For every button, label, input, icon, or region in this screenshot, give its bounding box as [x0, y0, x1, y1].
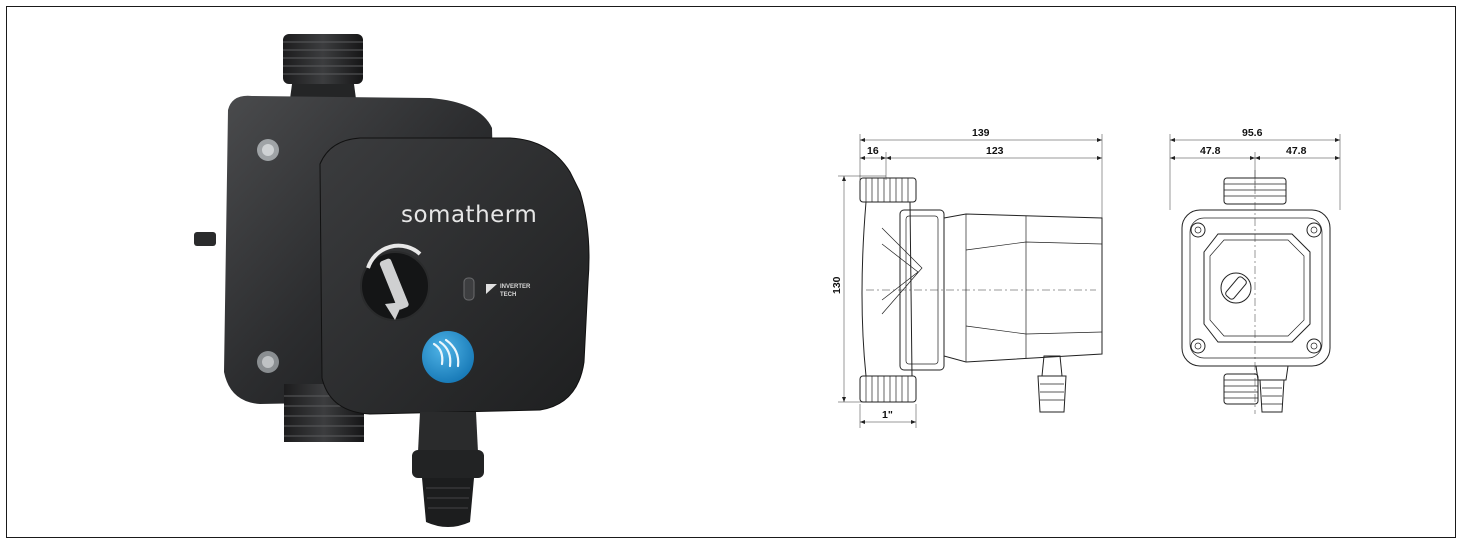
figure-frame	[6, 6, 1456, 538]
dim-thread-size: 1"	[882, 409, 893, 421]
housing-bolt-icon	[257, 139, 279, 373]
control-face	[319, 137, 590, 415]
brand-label: somatherm	[401, 202, 537, 228]
inverter-tech-badge-icon	[486, 284, 497, 294]
dim-height: 130	[831, 276, 843, 294]
status-led-icon	[463, 277, 475, 301]
dim-overall-length: 139	[972, 127, 990, 139]
dimension-drawing: 139 16 123 130	[831, 127, 1341, 428]
blue-mode-button-icon	[422, 331, 474, 383]
pump-photo: somatherm INVERTER TECH	[194, 34, 590, 527]
badge-line-1: INVERTER	[500, 284, 531, 290]
cable-gland	[412, 412, 484, 527]
dim-half-width-left: 47.8	[1200, 145, 1221, 157]
side-view: 139 16 123 130	[831, 127, 1103, 428]
badge-line-2: TECH	[500, 292, 516, 298]
dim-overall-width: 95.6	[1242, 127, 1263, 139]
dim-half-width-right: 47.8	[1286, 145, 1307, 157]
speed-dial-icon	[360, 243, 430, 321]
dim-motor-length: 123	[986, 145, 1004, 157]
dim-inlet-offset: 16	[867, 145, 879, 157]
front-view: 95.6 47.8 47.8	[1169, 127, 1341, 414]
